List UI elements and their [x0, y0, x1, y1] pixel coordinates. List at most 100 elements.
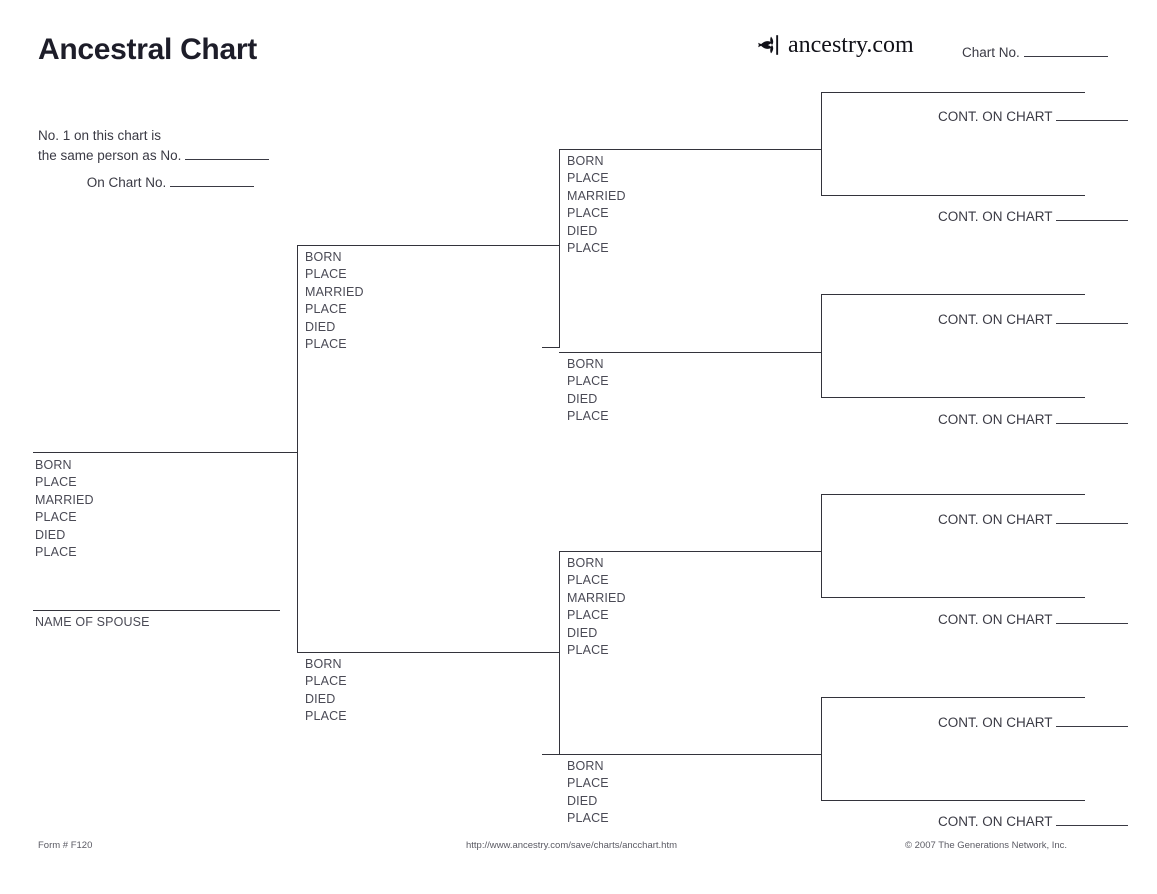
footer-form-number: Form # F120 [38, 840, 93, 851]
field-place-3: PLACE [567, 241, 609, 256]
spouse-label: NAME OF SPOUSE [35, 615, 150, 629]
spouse-name-line[interactable] [33, 610, 280, 611]
cont-blank[interactable] [1056, 825, 1129, 826]
gen4-1-cont-top[interactable]: CONT. ON CHART [938, 109, 1129, 124]
bracket-gen3-upper [559, 149, 560, 347]
gen4-3-cont-top[interactable]: CONT. ON CHART [938, 512, 1129, 527]
field-died: DIED [567, 793, 598, 808]
field-place: PLACE [567, 374, 609, 389]
gen4-3-cont-bottom[interactable]: CONT. ON CHART [938, 612, 1129, 627]
gen4-1-cont-bottom[interactable]: CONT. ON CHART [938, 209, 1129, 224]
page-title: Ancestral Chart [38, 33, 257, 66]
cont-label: CONT. ON CHART [938, 612, 1053, 627]
on-chart-no-blank[interactable] [170, 186, 254, 187]
gen4-3-top-name-line[interactable] [821, 494, 1085, 495]
brand-wordmark: ancestry.com [788, 32, 914, 58]
cont-blank[interactable] [1056, 523, 1129, 524]
field-died: DIED [567, 223, 598, 238]
cont-label: CONT. ON CHART [938, 715, 1053, 730]
field-born: BORN [567, 556, 604, 570]
gen3-b-name-line[interactable] [559, 352, 821, 353]
cont-blank[interactable] [1056, 323, 1129, 324]
note-line-2-label: the same person as No. [38, 148, 182, 163]
field-place: PLACE [35, 475, 77, 490]
field-place: PLACE [567, 573, 609, 588]
field-died: DIED [305, 691, 336, 706]
gen3-d-fields: BORN PLACE DIED PLACE [567, 758, 609, 828]
gen3-a-fields: BORN PLACE MARRIED PLACE DIED PLACE [567, 153, 626, 257]
gen4-2-cont-top[interactable]: CONT. ON CHART [938, 312, 1129, 327]
on-chart-no-line: On Chart No. [38, 175, 254, 190]
gen3-b-fields: BORN PLACE DIED PLACE [567, 356, 609, 426]
cont-blank[interactable] [1056, 623, 1129, 624]
field-married: MARRIED [567, 590, 626, 605]
same-person-no-blank[interactable] [185, 159, 270, 160]
field-place: PLACE [567, 171, 609, 186]
gen4-2-bottom-name-line[interactable] [821, 397, 1085, 398]
bracket-gen4-1 [821, 92, 822, 196]
field-place-2: PLACE [305, 302, 347, 317]
field-place-2: PLACE [567, 206, 609, 221]
gen4-4-bottom-name-line[interactable] [821, 800, 1085, 801]
cont-label: CONT. ON CHART [938, 209, 1053, 224]
gen3-c-fields: BORN PLACE MARRIED PLACE DIED PLACE [567, 555, 626, 659]
field-place-2: PLACE [305, 709, 347, 724]
field-place-2: PLACE [35, 510, 77, 525]
field-born: BORN [305, 657, 342, 671]
field-died: DIED [567, 391, 598, 406]
ancestry-brand: ancestry.com [757, 31, 914, 59]
gen2-father-fields: BORN PLACE MARRIED PLACE DIED PLACE [305, 249, 364, 353]
gen2-father-name-line[interactable] [297, 245, 559, 246]
ancestry-leaf-icon [757, 33, 787, 57]
field-place-3: PLACE [305, 337, 347, 352]
cont-blank[interactable] [1056, 120, 1129, 121]
on-chart-no-label: On Chart No. [86, 175, 167, 190]
bracket-gen4-2 [821, 294, 822, 398]
note-line-1: No. 1 on this chart is [38, 128, 162, 143]
field-place-3: PLACE [35, 545, 77, 560]
field-born: BORN [35, 458, 72, 472]
connector-gen2m-to-gen3 [542, 754, 560, 755]
field-place-3: PLACE [567, 643, 609, 658]
cont-label: CONT. ON CHART [938, 814, 1053, 829]
gen4-4-top-name-line[interactable] [821, 697, 1085, 698]
gen4-2-top-name-line[interactable] [821, 294, 1085, 295]
cont-blank[interactable] [1056, 423, 1129, 424]
bracket-gen4-4 [821, 697, 822, 801]
cont-blank[interactable] [1056, 220, 1129, 221]
field-place-2: PLACE [567, 811, 609, 826]
chart-no-field[interactable]: Chart No. [962, 45, 1108, 60]
chart-no-label: Chart No. [962, 45, 1020, 60]
field-married: MARRIED [567, 188, 626, 203]
gen3-a-name-line[interactable] [559, 149, 821, 150]
gen2-mother-name-line[interactable] [297, 652, 559, 653]
gen4-1-bottom-name-line[interactable] [821, 195, 1085, 196]
gen4-4-cont-bottom[interactable]: CONT. ON CHART [938, 814, 1129, 829]
gen3-c-name-line[interactable] [559, 551, 821, 552]
field-born: BORN [567, 357, 604, 371]
bracket-gen3-lower [559, 551, 560, 754]
cont-label: CONT. ON CHART [938, 312, 1053, 327]
field-place: PLACE [567, 776, 609, 791]
chart-no-blank[interactable] [1023, 56, 1108, 57]
gen4-2-cont-bottom[interactable]: CONT. ON CHART [938, 412, 1129, 427]
connector-gen2f-to-gen3 [542, 347, 560, 348]
field-born: BORN [567, 154, 604, 168]
footer-url: http://www.ancestry.com/save/charts/ancc… [466, 840, 678, 851]
cont-label: CONT. ON CHART [938, 512, 1053, 527]
footer-copyright: © 2007 The Generations Network, Inc. [905, 840, 1068, 851]
bracket-gen2 [297, 245, 298, 652]
connector-gen3b-to-gen4-2 [804, 352, 822, 353]
cont-label: CONT. ON CHART [938, 109, 1053, 124]
gen4-1-top-name-line[interactable] [821, 92, 1085, 93]
person-1-name-line[interactable] [33, 452, 297, 453]
gen3-d-name-line[interactable] [559, 754, 821, 755]
connector-gen3d-to-gen4-4 [804, 754, 822, 755]
gen4-4-cont-top[interactable]: CONT. ON CHART [938, 715, 1129, 730]
cont-blank[interactable] [1056, 726, 1129, 727]
connector-gen3a-to-gen4-1 [804, 149, 822, 150]
field-place: PLACE [305, 267, 347, 282]
gen4-3-bottom-name-line[interactable] [821, 597, 1085, 598]
field-died: DIED [35, 527, 66, 542]
